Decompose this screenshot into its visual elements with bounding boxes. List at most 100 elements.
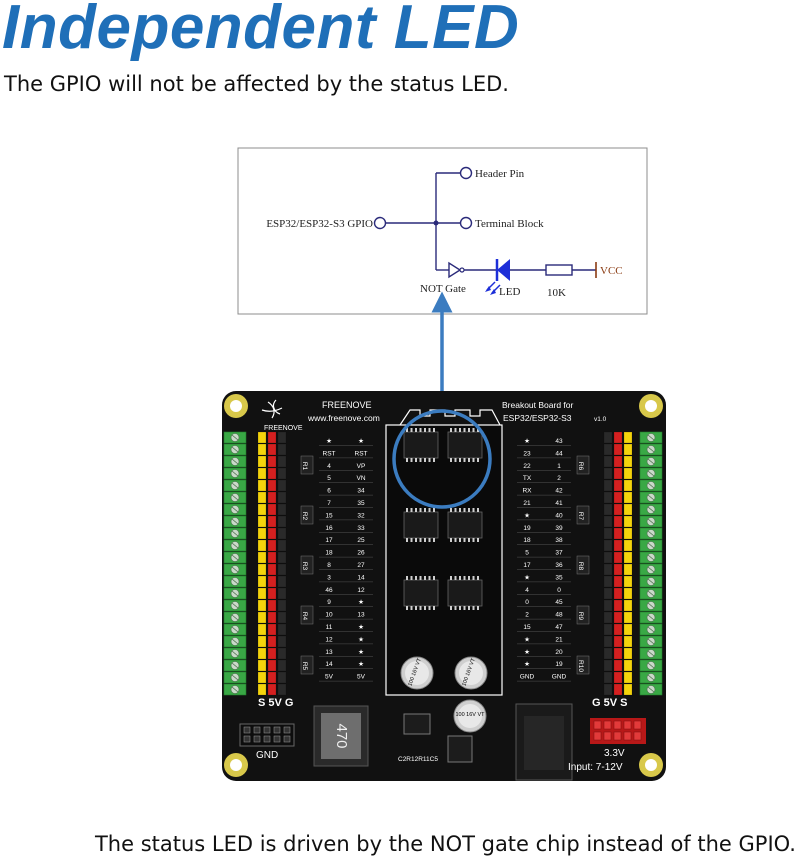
terminal-screw-slot	[231, 566, 239, 573]
gnd-pin	[243, 726, 251, 734]
freenove-logo-icon	[261, 399, 283, 419]
terminal-screw-slot	[647, 674, 655, 681]
pin-label: 21	[555, 636, 563, 643]
header-pin	[623, 539, 633, 552]
pin-label: 43	[555, 438, 563, 445]
header-pin	[257, 683, 267, 696]
header-pin	[277, 515, 287, 528]
terminal-screw-slot	[647, 638, 655, 645]
pin-label: 36	[555, 562, 563, 569]
capacitor-3: 100 16V VT	[453, 699, 487, 733]
header-pin	[613, 575, 623, 588]
pin-label: 12	[325, 636, 333, 643]
header-pin	[613, 563, 623, 576]
header-pin	[277, 683, 287, 696]
ic-lead	[459, 606, 461, 610]
ic-lead	[419, 576, 422, 580]
terminal-screw-slot	[647, 554, 655, 561]
header-pin	[613, 467, 623, 480]
ic-lead	[406, 508, 408, 512]
ic-lead	[415, 606, 417, 610]
power-pin	[633, 731, 642, 741]
cap-3-label: 100 16V VT	[455, 712, 485, 718]
resistor-label: R6	[577, 462, 584, 471]
header-pin	[277, 455, 287, 468]
board-title-line1: Breakout Board for	[502, 400, 574, 410]
ic-lead	[472, 576, 475, 580]
header-pin	[267, 575, 277, 588]
smd-resistor	[300, 655, 314, 675]
pin-label: 42	[555, 488, 563, 495]
header-pin	[267, 659, 277, 672]
header-pin	[613, 623, 623, 636]
ic-lead	[454, 458, 457, 462]
terminal-screw-slot	[231, 554, 239, 561]
header-pin	[257, 539, 267, 552]
header-pin	[613, 539, 623, 552]
gpio-terminal	[373, 216, 387, 230]
power-pin	[593, 720, 602, 730]
ic-lead	[406, 538, 408, 542]
terminal-screw-slot	[647, 446, 655, 453]
vcc-label: VCC	[600, 265, 623, 277]
ic-lead	[419, 428, 422, 432]
ic-lead	[454, 428, 457, 432]
gnd-label: GND	[256, 750, 278, 761]
header-pin	[257, 671, 267, 684]
resistor-label: R8	[577, 562, 584, 571]
pin-label: 26	[357, 550, 365, 557]
ic-lead	[415, 428, 417, 432]
pin-label: 2	[557, 475, 561, 482]
header-pin	[623, 611, 633, 624]
smd-resistor	[576, 455, 590, 475]
ic-lead	[419, 458, 422, 462]
pin-label: 34	[357, 488, 365, 495]
header-pin	[267, 515, 277, 528]
terminal-block-right	[639, 431, 663, 696]
header-pin	[267, 599, 277, 612]
pin-label: 19	[523, 525, 531, 532]
terminal-screw-slot	[647, 542, 655, 549]
ic-lead	[428, 538, 431, 542]
smd-resistor	[576, 605, 590, 625]
ic-lead	[450, 428, 452, 432]
power-pin	[603, 720, 612, 730]
resistor-label: R4	[301, 612, 308, 621]
ic-lead	[424, 538, 426, 542]
footer-caption: The status LED is driven by the NOT gate…	[94, 832, 796, 856]
ic-lead	[468, 458, 470, 462]
pin-label: 5	[327, 475, 331, 482]
antenna-outline	[399, 409, 501, 426]
header-pin	[623, 647, 633, 660]
pin-label: 20	[555, 649, 563, 656]
ic-lead	[410, 538, 413, 542]
header-pin	[267, 467, 277, 480]
power-header-pins	[593, 720, 642, 741]
header-pin	[267, 587, 277, 600]
terminal-screw-slot	[647, 458, 655, 465]
pin-label: 6	[327, 488, 331, 495]
smd-resistor	[300, 555, 314, 575]
header-pin	[257, 479, 267, 492]
pin-headers-right	[603, 431, 633, 696]
pin-label: ★	[524, 648, 530, 656]
pin-label: 4	[327, 463, 331, 470]
header-pin	[277, 587, 287, 600]
terminal-screw-slot	[647, 578, 655, 585]
header-pin	[603, 659, 613, 672]
pin-label: ★	[326, 437, 332, 445]
header-pin	[603, 479, 613, 492]
ic-package	[447, 579, 483, 607]
pin-label: 7	[327, 500, 331, 507]
terminal-screw-slot	[231, 626, 239, 633]
header-pin	[603, 635, 613, 648]
ic-lead	[463, 576, 466, 580]
ic-lead	[450, 606, 452, 610]
ic-lead	[433, 538, 435, 542]
led-label: LED	[499, 286, 520, 298]
capacitor-1: 100 16V VT	[400, 656, 434, 690]
header-pin	[267, 539, 277, 552]
pin-label: 40	[555, 512, 563, 519]
terminal-screw-slot	[647, 434, 655, 441]
header-pin	[623, 671, 633, 684]
